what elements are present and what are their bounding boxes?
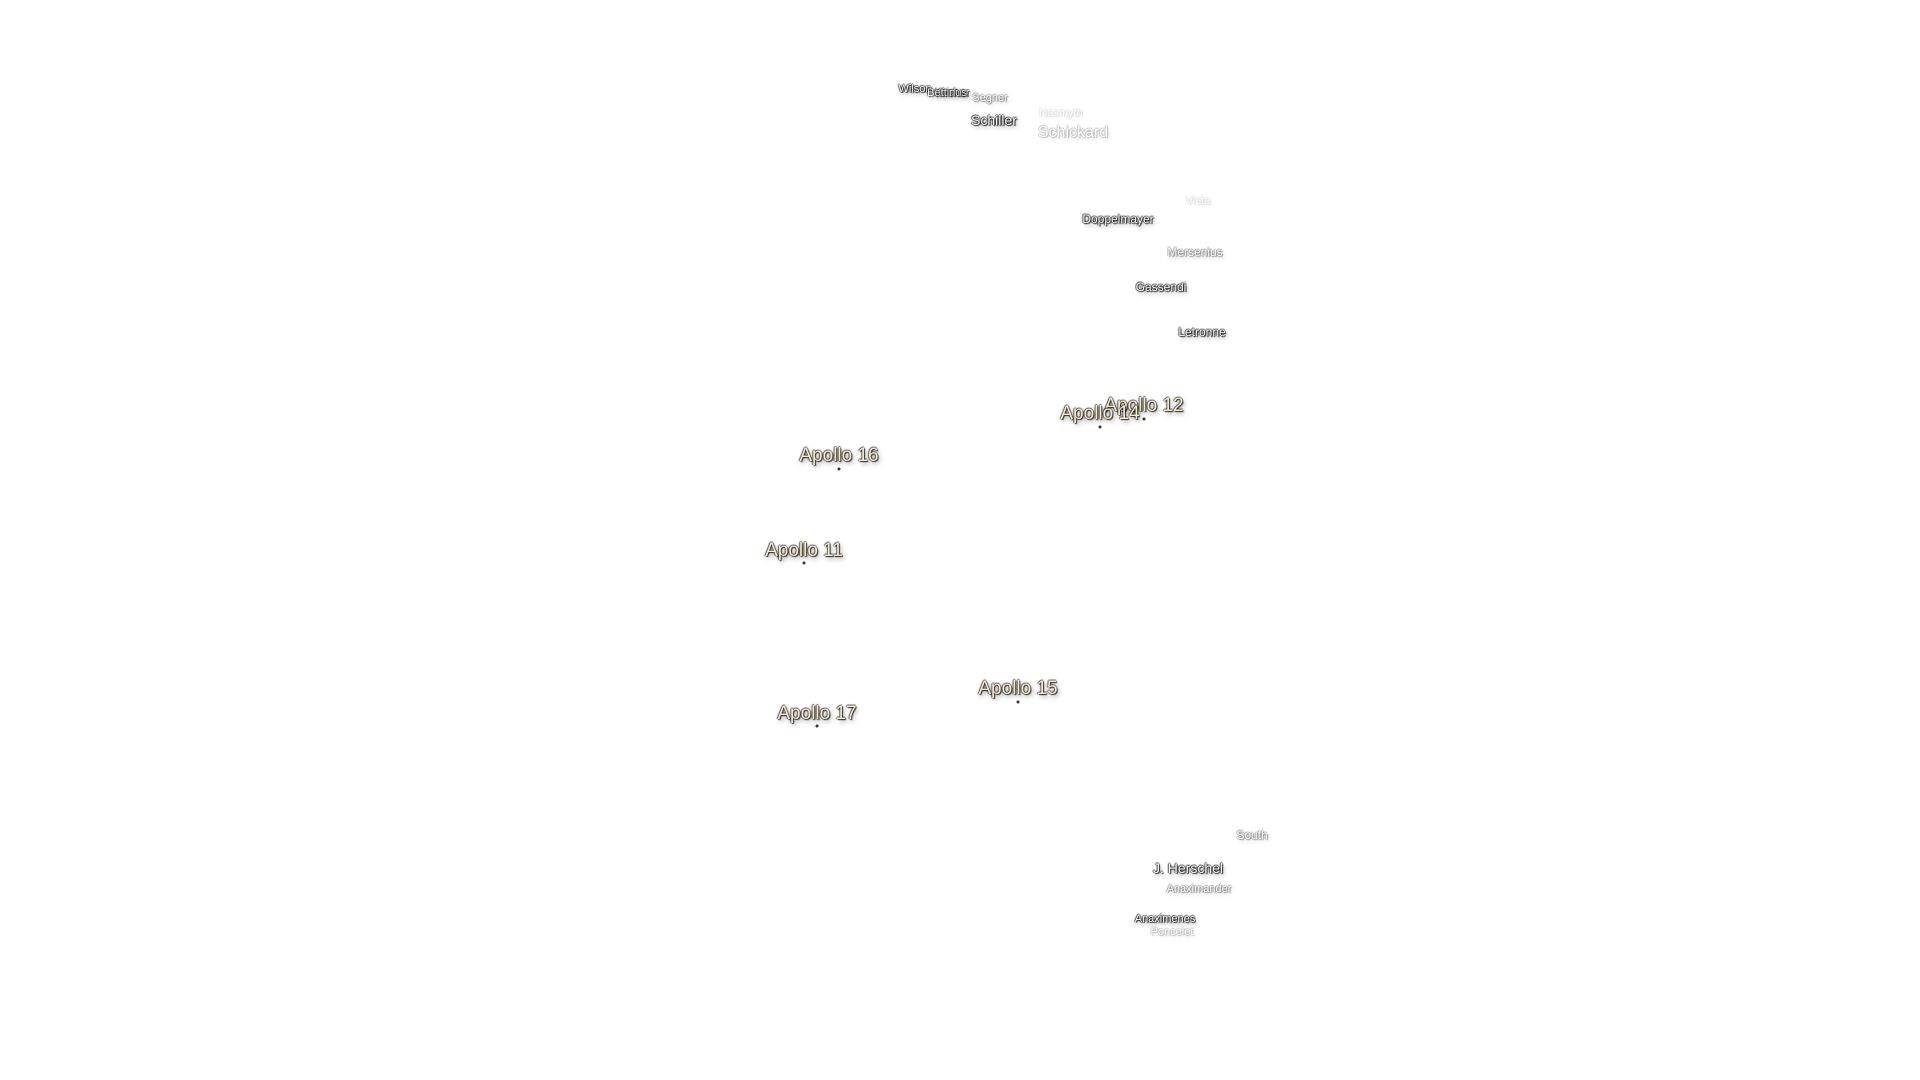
apollo-14-site-marker[interactable] xyxy=(1098,425,1102,429)
crater-label-schiller[interactable]: Schiller xyxy=(971,112,1017,128)
apollo-16-site-marker[interactable] xyxy=(837,467,841,471)
apollo-16-label[interactable]: Apollo 16 xyxy=(799,445,879,466)
apollo-17-site-marker[interactable] xyxy=(815,724,819,728)
apollo-11-label[interactable]: Apollo 11 xyxy=(765,540,843,561)
crater-label-segner[interactable]: Segner xyxy=(972,92,1008,104)
apollo-11-site-marker[interactable] xyxy=(802,561,806,565)
crater-label-nasmyth[interactable]: Nasmyth xyxy=(1039,107,1083,119)
crater-label-doppelmayer[interactable]: Doppelmayer xyxy=(1082,212,1154,226)
crater-label-schickard[interactable]: Schickard xyxy=(1037,124,1109,141)
crater-label-mersenius[interactable]: Mersenius xyxy=(1167,245,1223,259)
crater-label-vieta[interactable]: Vieta xyxy=(1185,195,1211,207)
apollo-17-label[interactable]: Apollo 17 xyxy=(777,703,857,724)
crater-label-gassendi[interactable]: Gassendi xyxy=(1135,280,1187,294)
crater-label-poncelet[interactable]: Poncelet xyxy=(1150,926,1194,938)
crater-label-anaximenes[interactable]: Anaximenes xyxy=(1134,913,1196,925)
crater-label-anaximander[interactable]: Anaximander xyxy=(1166,883,1232,895)
apollo-15-site-marker[interactable] xyxy=(1016,700,1020,704)
apollo-12-label[interactable]: Apollo 12 xyxy=(1104,395,1184,416)
crater-label-letronne[interactable]: Letronne xyxy=(1178,325,1226,339)
apollo-14-label[interactable]: Apollo 14 xyxy=(1060,403,1140,424)
crater-label-bettinus[interactable]: Bettinus xyxy=(927,87,967,99)
apollo-15-label[interactable]: Apollo 15 xyxy=(978,678,1058,699)
crater-label-wilson[interactable]: Wilson xyxy=(898,83,932,95)
crater-label-kircher[interactable]: Kircher xyxy=(934,87,970,99)
crater-label-j-herschel[interactable]: J. Herschel xyxy=(1152,860,1224,876)
apollo-12-site-marker[interactable] xyxy=(1142,417,1146,421)
crater-label-south[interactable]: South xyxy=(1236,828,1268,842)
